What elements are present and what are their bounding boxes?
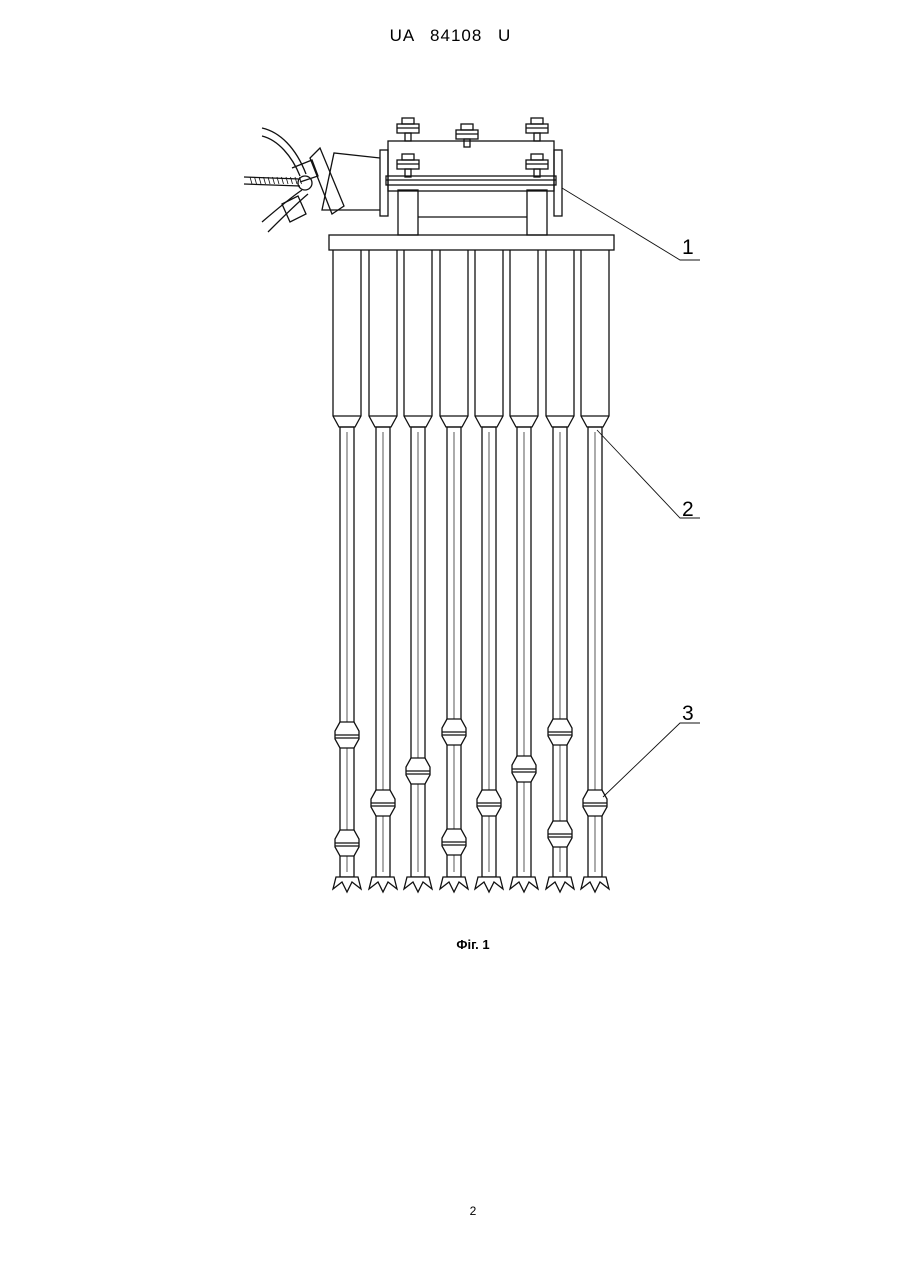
frame-side-plate-right [554, 150, 562, 216]
bolt-top-left-shank [405, 133, 411, 141]
callout-leaders [562, 188, 700, 797]
bolt-lower-left-cap [402, 154, 414, 160]
rod-upper-tube [581, 250, 609, 427]
bolt-lower-right-cap [531, 154, 543, 160]
rod-7 [546, 250, 574, 892]
figure-caption: Фіг. 1 [0, 937, 901, 952]
mounting-frame [380, 141, 562, 235]
rod-tip [475, 877, 503, 892]
rod-tip [510, 877, 538, 892]
rod-tip [333, 877, 361, 892]
rod-upper-tube [510, 250, 538, 427]
rod-tip [581, 877, 609, 892]
rod-tip [440, 877, 468, 892]
bolt-top-right [526, 118, 548, 141]
bolt-top-right-shank [534, 133, 540, 141]
rod-2 [369, 250, 397, 892]
angled-coupling [244, 128, 380, 232]
arm-lower-inner [262, 190, 302, 222]
callout-label-3: 3 [682, 702, 694, 725]
arm-upper-inner [262, 136, 300, 176]
frame-housing [388, 141, 554, 191]
bolt-top-center-cap [461, 124, 473, 130]
coupling-elbow [322, 153, 380, 210]
rod-upper-tube [546, 250, 574, 427]
rod-upper-tube [404, 250, 432, 427]
bolt-lower-left [397, 154, 419, 177]
working-rods [333, 250, 609, 892]
arm-upper-outer [262, 128, 306, 174]
base-plate [329, 235, 614, 250]
bolt-lower-right [526, 154, 548, 177]
bolt-top-left [397, 118, 419, 141]
arm-rod-top [244, 177, 300, 179]
arm-rod-bottom [244, 184, 300, 186]
bolt-top-center-shank [464, 139, 470, 147]
callout-label-1: 1 [682, 236, 694, 259]
rod-upper-tube [440, 250, 468, 427]
rod-tip [404, 877, 432, 892]
callout-label-2: 2 [682, 498, 694, 521]
rod-upper-tube [333, 250, 361, 427]
rod-6 [510, 250, 538, 892]
leader-1 [562, 188, 700, 260]
rod-upper-tube [369, 250, 397, 427]
bolt-top-left-cap [402, 118, 414, 124]
rod-4 [440, 250, 468, 892]
rod-tip [369, 877, 397, 892]
rod-1 [333, 250, 361, 892]
rod-upper-tube [475, 250, 503, 427]
coupling-flange [310, 148, 344, 214]
page-number: 2 [0, 1204, 901, 1218]
frame-post-right [527, 190, 547, 235]
leader-3 [603, 723, 700, 797]
bolt-top-center [456, 124, 478, 147]
bolt-top-right-cap [531, 118, 543, 124]
arm-rod-hatch-10 [295, 177, 297, 184]
arm-rod-hatch-0 [250, 177, 252, 184]
rod-3 [404, 250, 432, 892]
rod-tip [546, 877, 574, 892]
arm-lower-bracket [282, 196, 306, 222]
frame-post-left [398, 190, 418, 235]
frame-side-plate-left [380, 150, 388, 216]
rod-5 [475, 250, 503, 892]
